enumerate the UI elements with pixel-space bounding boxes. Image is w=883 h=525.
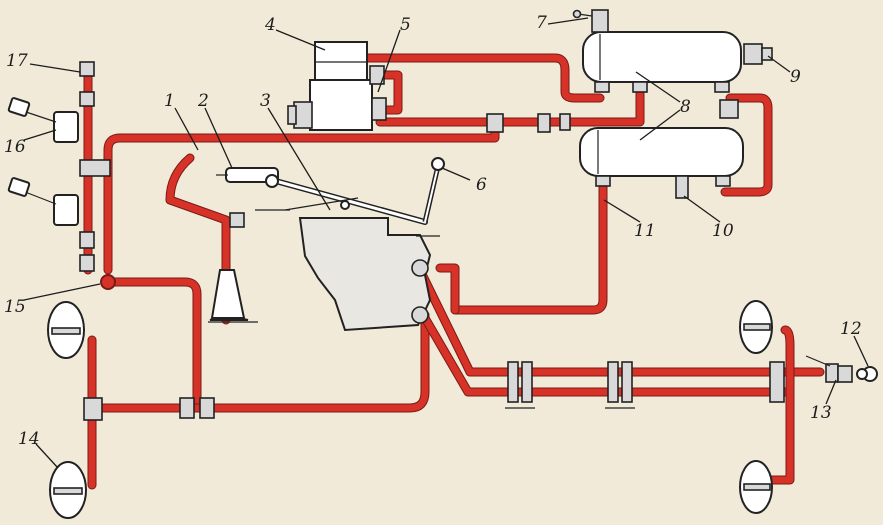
drain-cock-10: [675, 175, 689, 199]
trailer-coupling-head: [856, 366, 878, 382]
brake-valve-linkage: [255, 157, 445, 237]
pipe-valve-feed: [436, 264, 459, 314]
pipe-compressor-to-receiver: [364, 54, 604, 102]
pressure-regulator: [369, 65, 387, 121]
disconnect-valve: [805, 355, 853, 383]
pipe-to-lower-receiver: [376, 81, 644, 126]
pedal-support: [208, 212, 258, 323]
leader-lines: [23, 17, 869, 469]
callout-17: 17: [6, 51, 28, 71]
drain-valve-9: [743, 43, 773, 65]
callout-11: 11: [634, 221, 656, 241]
tee-15: [100, 274, 116, 290]
callout-labels: 1 2 3 4 5 6 7 8 9 10 11 12 13 14 15 16 1…: [4, 13, 862, 449]
compressor: [287, 41, 373, 131]
callout-16: 16: [4, 137, 26, 157]
hand-valve-lower: [7, 177, 79, 226]
callout-1: 1: [164, 91, 175, 111]
air-receiver-upper: [582, 31, 742, 83]
lever-pivot-6: [431, 157, 445, 171]
pipe-front-axle: [88, 311, 429, 412]
pipe-to-hand-valves: [104, 124, 499, 274]
pipe-receiver-interconnect: [721, 94, 772, 196]
callout-8: 8: [680, 97, 691, 117]
pipe-regulator-loop: [372, 71, 402, 114]
hand-valve-upper: [7, 97, 79, 143]
air-lines: [83, 53, 825, 490]
callout-7: 7: [536, 13, 547, 33]
callout-13: 13: [810, 403, 832, 423]
front-axle-fittings: [83, 397, 215, 421]
callout-9: 9: [790, 67, 801, 87]
pipe-11: [451, 181, 607, 314]
rear-line-fittings: [505, 361, 839, 409]
callout-6: 6: [476, 175, 487, 195]
pipe-rear-line-2: [421, 314, 794, 396]
receiver-fittings: [486, 81, 739, 187]
callout-12: 12: [840, 319, 862, 339]
callout-10: 10: [712, 221, 734, 241]
pedal-rod: [216, 167, 279, 183]
safety-valve: [572, 9, 609, 33]
rear-brake-chamber-upper: [739, 300, 773, 354]
brake-pedal-lever: [166, 154, 230, 324]
pipe-rear-line-1: [416, 266, 824, 376]
callout-4: 4: [264, 15, 276, 35]
air-receiver-lower: [579, 127, 744, 177]
callout-5: 5: [400, 15, 411, 35]
brake-valve: [298, 217, 432, 332]
callout-15: 15: [4, 297, 26, 317]
pipe-15: [104, 278, 201, 409]
callout-3: 3: [260, 91, 271, 111]
front-brake-chamber-lower: [49, 461, 87, 519]
pipe-rear-chambers: [766, 326, 794, 484]
callout-14: 14: [18, 429, 40, 449]
rear-brake-chamber-lower: [739, 460, 773, 514]
callout-2: 2: [197, 91, 209, 111]
hand-valve-fittings: [79, 61, 111, 272]
front-brake-chamber-upper: [47, 301, 85, 359]
